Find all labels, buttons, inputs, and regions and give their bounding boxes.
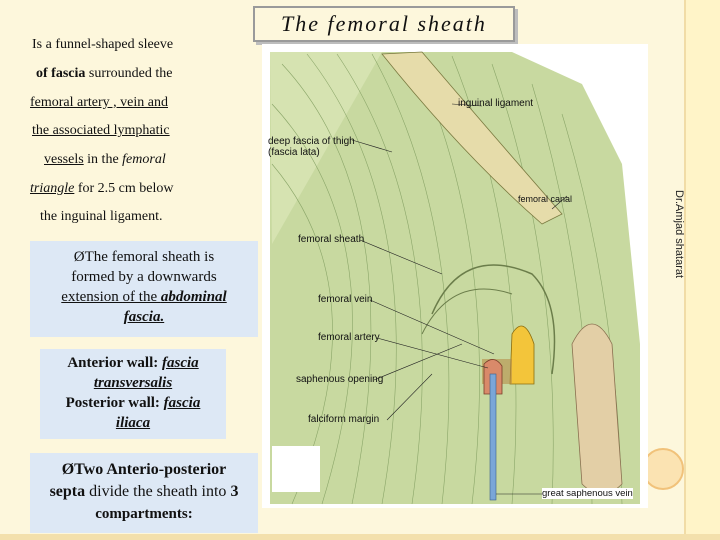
intro-line-7: the inguinal ligament. bbox=[40, 209, 162, 225]
septa-box: ØTwo Anterio-posterior septa divide the … bbox=[30, 453, 258, 533]
bullet-arrow-icon: Ø bbox=[62, 461, 74, 478]
blank-patch bbox=[272, 446, 320, 492]
box2-line-4: iliaca bbox=[40, 413, 226, 433]
intro-text-1: Is a funnel-shaped sleeve bbox=[32, 37, 173, 52]
box3-text-1: Two Anterio-posterior bbox=[74, 461, 226, 478]
right-frame-band bbox=[684, 0, 720, 540]
intro-text-5c: femoral bbox=[122, 152, 166, 167]
box1-line-1: ØThe femoral sheath is bbox=[30, 247, 258, 267]
box1-text-3c: abdominal bbox=[161, 289, 227, 305]
label-femoral-vein: femoral vein bbox=[318, 294, 372, 305]
box1-text-3b: of the bbox=[123, 289, 161, 305]
label-deep-fascia: deep fascia of thigh (fascia lata) bbox=[268, 136, 355, 158]
intro-line-4: the associated lymphatic bbox=[32, 123, 170, 139]
box1-line-3: extension of the abdominal bbox=[30, 287, 258, 307]
label-great-saphenous-vein: great saphenous vein bbox=[542, 488, 633, 499]
box3-line-3: compartments: bbox=[30, 503, 258, 525]
sheath-formation-box: ØThe femoral sheath is formed by a downw… bbox=[30, 241, 258, 337]
label-femoral-canal: femoral canal bbox=[518, 194, 572, 204]
box1-text-3a: extension bbox=[61, 289, 122, 305]
box2-text-3a: Posterior wall: bbox=[66, 395, 164, 411]
author-credit: Dr.Amjad shatarat bbox=[669, 190, 685, 310]
label-inguinal-ligament: inguinal ligament bbox=[458, 98, 533, 109]
bullet-arrow-icon: Ø bbox=[74, 249, 85, 265]
box2-text-1b: fascia bbox=[162, 355, 199, 371]
diagram-svg bbox=[262, 44, 648, 508]
box1-text-1: The femoral sheath is bbox=[85, 249, 215, 265]
box2-line-2: transversalis bbox=[40, 373, 226, 393]
label-deep-fascia-1: deep fascia of thigh bbox=[268, 136, 355, 147]
intro-line-5: vessels in the femoral bbox=[44, 152, 166, 168]
label-saphenous-opening: saphenous opening bbox=[296, 374, 383, 385]
box3-text-2a: septa bbox=[50, 483, 86, 500]
box2-text-3b: fascia bbox=[164, 395, 201, 411]
intro-line-6: triangle for 2.5 cm below bbox=[30, 181, 174, 197]
slide-title-text: The femoral sheath bbox=[281, 11, 487, 37]
box3-line-2: septa divide the sheath into 3 bbox=[30, 481, 258, 503]
intro-text-2b: surrounded the bbox=[85, 66, 172, 81]
slide-title: The femoral sheath bbox=[253, 6, 515, 42]
label-falciform-margin: falciform margin bbox=[308, 414, 379, 425]
box3-line-1: ØTwo Anterio-posterior bbox=[30, 459, 258, 481]
intro-line-3: femoral artery , vein and bbox=[30, 95, 168, 111]
intro-text-6a: triangle bbox=[30, 181, 74, 196]
decorative-circle bbox=[642, 448, 684, 490]
label-deep-fascia-2: (fascia lata) bbox=[268, 147, 355, 158]
box2-text-1a: Anterior wall: bbox=[67, 355, 162, 371]
intro-text-5b: in the bbox=[84, 152, 123, 167]
box2-line-3: Posterior wall: fascia bbox=[40, 393, 226, 413]
intro-text-2a: of fascia bbox=[36, 66, 85, 81]
intro-text-6b: for 2.5 cm below bbox=[74, 181, 173, 196]
sheath-walls-box: Anterior wall: fascia transversalis Post… bbox=[40, 349, 226, 439]
femoral-vein-shape bbox=[510, 326, 534, 384]
box3-text-2c: 3 bbox=[230, 483, 238, 500]
box1-line-2: formed by a downwards bbox=[30, 267, 258, 287]
box1-line-4: fascia. bbox=[30, 307, 258, 327]
femoral-sheath-diagram: inguinal ligament deep fascia of thigh (… bbox=[262, 44, 648, 508]
intro-line-1: Is a funnel-shaped sleeve bbox=[32, 37, 173, 53]
label-femoral-sheath: femoral sheath bbox=[298, 234, 364, 245]
intro-text-7: the inguinal ligament. bbox=[40, 209, 162, 224]
intro-text-4: the associated lymphatic bbox=[32, 123, 170, 138]
box3-text-2b: divide the sheath into bbox=[85, 483, 230, 500]
intro-line-2: of fascia surrounded the bbox=[36, 66, 172, 82]
intro-text-3: femoral artery , vein and bbox=[30, 95, 168, 110]
intro-text-5a: vessels bbox=[44, 152, 84, 167]
box2-line-1: Anterior wall: fascia bbox=[40, 353, 226, 373]
label-femoral-artery: femoral artery bbox=[318, 332, 380, 343]
great-saphenous-vein-shape bbox=[490, 374, 496, 500]
bottom-frame-band bbox=[0, 534, 720, 540]
